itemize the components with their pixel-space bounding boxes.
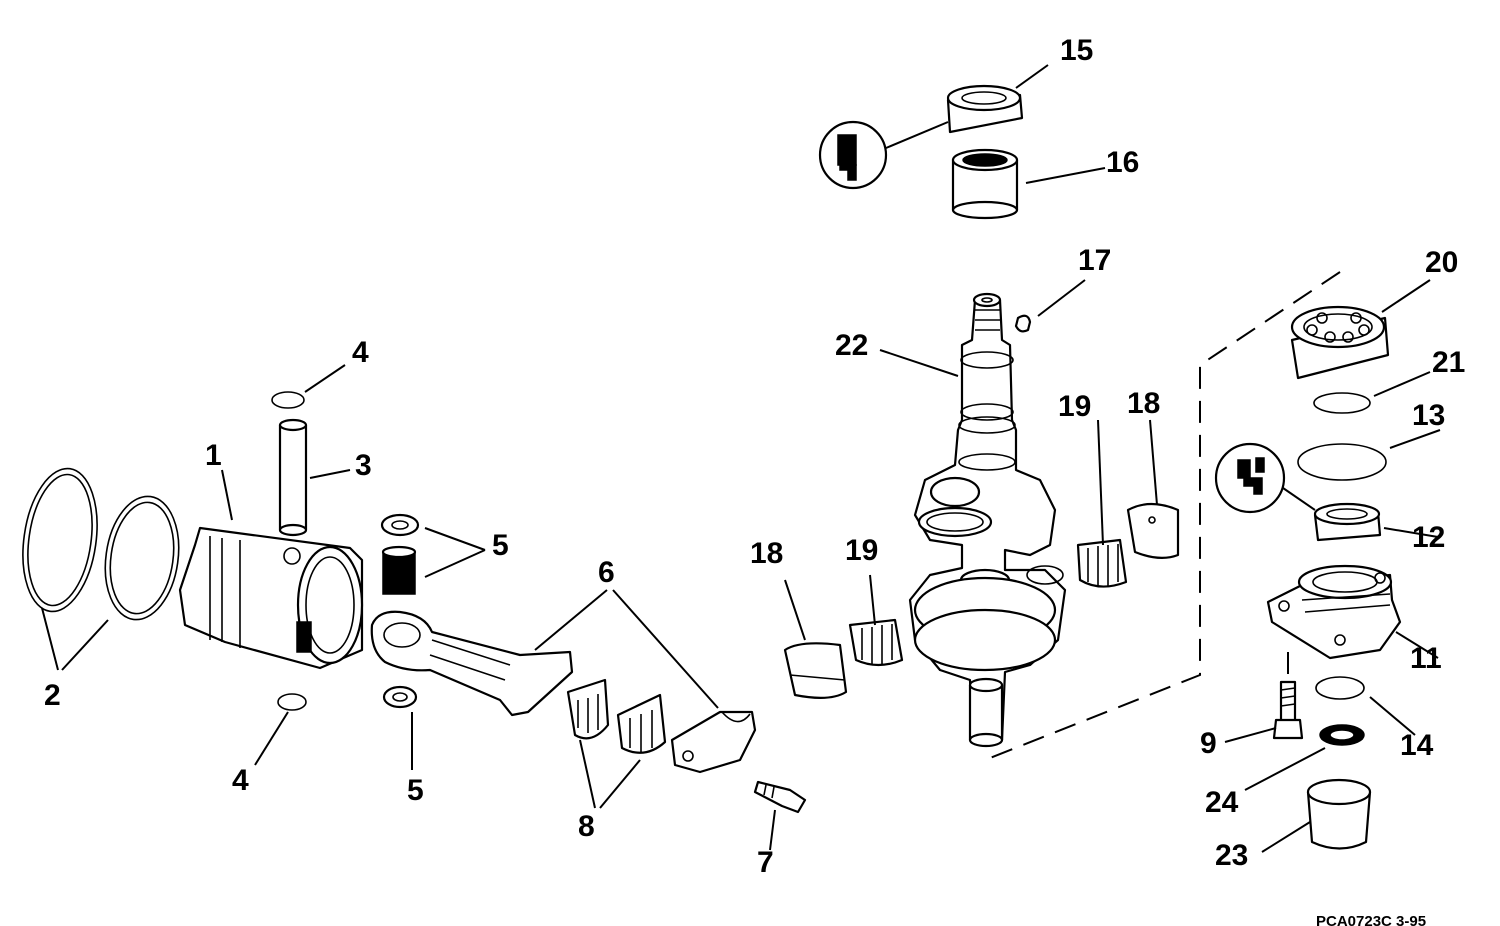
callout-8: 8 [578, 810, 595, 843]
piston-ring-inner [104, 495, 180, 621]
leader-lines [41, 64, 1441, 853]
callout-7: 7 [757, 846, 774, 879]
callout-4-top: 4 [352, 336, 369, 369]
rod-cap-bolt [753, 780, 807, 814]
callout-12: 12 [1412, 521, 1445, 554]
callout-16: 16 [1106, 146, 1139, 179]
sealant-symbol-right [1214, 442, 1286, 514]
ball-bearing [1290, 305, 1390, 380]
piston [178, 526, 364, 670]
sealant-symbol-top [818, 120, 888, 190]
callout-23: 23 [1215, 839, 1248, 872]
callout-24: 24 [1205, 786, 1239, 819]
rod-bearing-half-a [566, 678, 610, 740]
seal-washer-24 [1319, 724, 1365, 746]
callout-20: 20 [1425, 246, 1458, 279]
callout-2: 2 [44, 679, 61, 712]
oil-seal-top [946, 84, 1024, 134]
o-ring-14 [1315, 676, 1365, 700]
callout-18-left: 18 [750, 537, 783, 570]
main-bearing-outer-left [783, 642, 848, 699]
needle-bearing-right [1076, 538, 1128, 588]
needle-bearing-wrist [381, 545, 417, 595]
callout-4-bottom: 4 [232, 764, 249, 797]
thrust-washer-top [380, 513, 420, 537]
callout-1: 1 [205, 439, 222, 472]
retaining-clip-top [271, 391, 305, 409]
callout-5-bottom: 5 [407, 774, 424, 807]
oil-seal-12 [1313, 502, 1382, 542]
callout-19-right: 19 [1058, 390, 1091, 423]
needle-bearing-top [951, 148, 1019, 220]
main-bearing-outer-right [1126, 502, 1180, 559]
callout-6: 6 [598, 556, 615, 589]
retaining-ring-21 [1313, 392, 1371, 414]
connecting-rod [370, 610, 574, 717]
callout-14: 14 [1400, 729, 1434, 762]
callout-18-right: 18 [1127, 387, 1160, 420]
assembly-guide-line [989, 271, 1341, 759]
callout-15: 15 [1060, 34, 1093, 67]
piston-pin [278, 418, 308, 537]
retaining-clip-bottom [277, 693, 307, 711]
o-ring-13 [1297, 443, 1387, 481]
end-cap-23 [1306, 778, 1372, 850]
woodruff-key [1014, 314, 1032, 333]
bearing-housing [1266, 564, 1402, 660]
callout-3: 3 [355, 449, 372, 482]
drawing-reference-code: PCA0723C 3-95 [1316, 913, 1426, 926]
callout-9: 9 [1200, 727, 1217, 760]
callout-17: 17 [1078, 244, 1111, 277]
callout-19-left: 19 [845, 534, 878, 567]
needle-bearing-left [848, 618, 904, 667]
callout-21: 21 [1432, 346, 1465, 379]
thrust-washer-bottom [382, 685, 418, 709]
callout-labels: 1 2 3 4 4 5 5 6 7 8 9 11 12 13 14 15 16 … [44, 34, 1465, 926]
housing-screw [1272, 680, 1304, 740]
rod-bearing-half-b [616, 693, 667, 754]
callout-11: 11 [1410, 642, 1442, 675]
piston-ring-outer [22, 467, 98, 613]
callout-5-top: 5 [492, 529, 509, 562]
connecting-rod-cap [670, 710, 757, 774]
callout-22: 22 [835, 329, 868, 362]
callout-13: 13 [1412, 399, 1445, 432]
crankshaft [908, 292, 1067, 748]
